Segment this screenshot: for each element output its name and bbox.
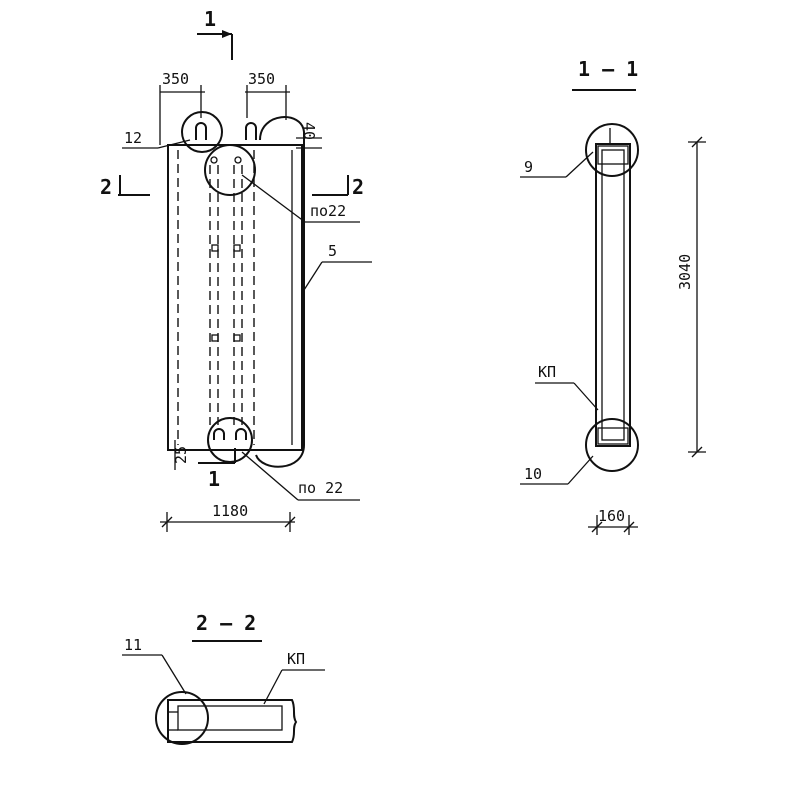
dim-40: 40	[300, 122, 318, 140]
section-mark-1-bottom: 1	[208, 467, 220, 491]
side-element-5	[255, 116, 305, 468]
callout-5: 5	[328, 242, 337, 260]
front-view: 350 350 40 1 1 2 2 12 по22 5	[100, 7, 372, 532]
callout-po22-bottom: по 22	[298, 479, 343, 497]
detail-circle-9	[585, 123, 639, 177]
section-mark-1-top: 1	[204, 7, 216, 31]
dim-350-right: 350	[248, 70, 275, 88]
callout-11: 11	[124, 636, 142, 654]
dim-3040: 3040	[676, 254, 694, 290]
dim-160: 160	[598, 507, 625, 525]
dim-1180: 1180	[212, 502, 248, 520]
callout-9: 9	[524, 158, 533, 176]
detail-circle-10	[585, 418, 639, 472]
dim-25: 25	[172, 446, 190, 464]
callout-po22-top: по22	[310, 202, 346, 220]
detail-circle-11	[155, 691, 209, 745]
callout-kp-section: КП	[287, 650, 305, 668]
panel-outline	[167, 144, 303, 451]
detail-circle-po22-top	[204, 144, 256, 196]
section-2-2: 2 – 2 11 КП	[122, 611, 325, 745]
callout-12: 12	[124, 129, 142, 147]
section-mark-2-right: 2	[352, 175, 364, 199]
section-mark-2-left: 2	[100, 175, 112, 199]
section-1-1: 1 – 1 3040 9 КП 10 160	[520, 57, 706, 535]
callout-kp-side: КП	[538, 363, 556, 381]
callout-10: 10	[524, 465, 542, 483]
section-1-1-title: 1 – 1	[578, 57, 638, 81]
section-2-2-title: 2 – 2	[196, 611, 256, 635]
dim-350-left: 350	[162, 70, 189, 88]
detail-circle-12	[181, 111, 223, 153]
